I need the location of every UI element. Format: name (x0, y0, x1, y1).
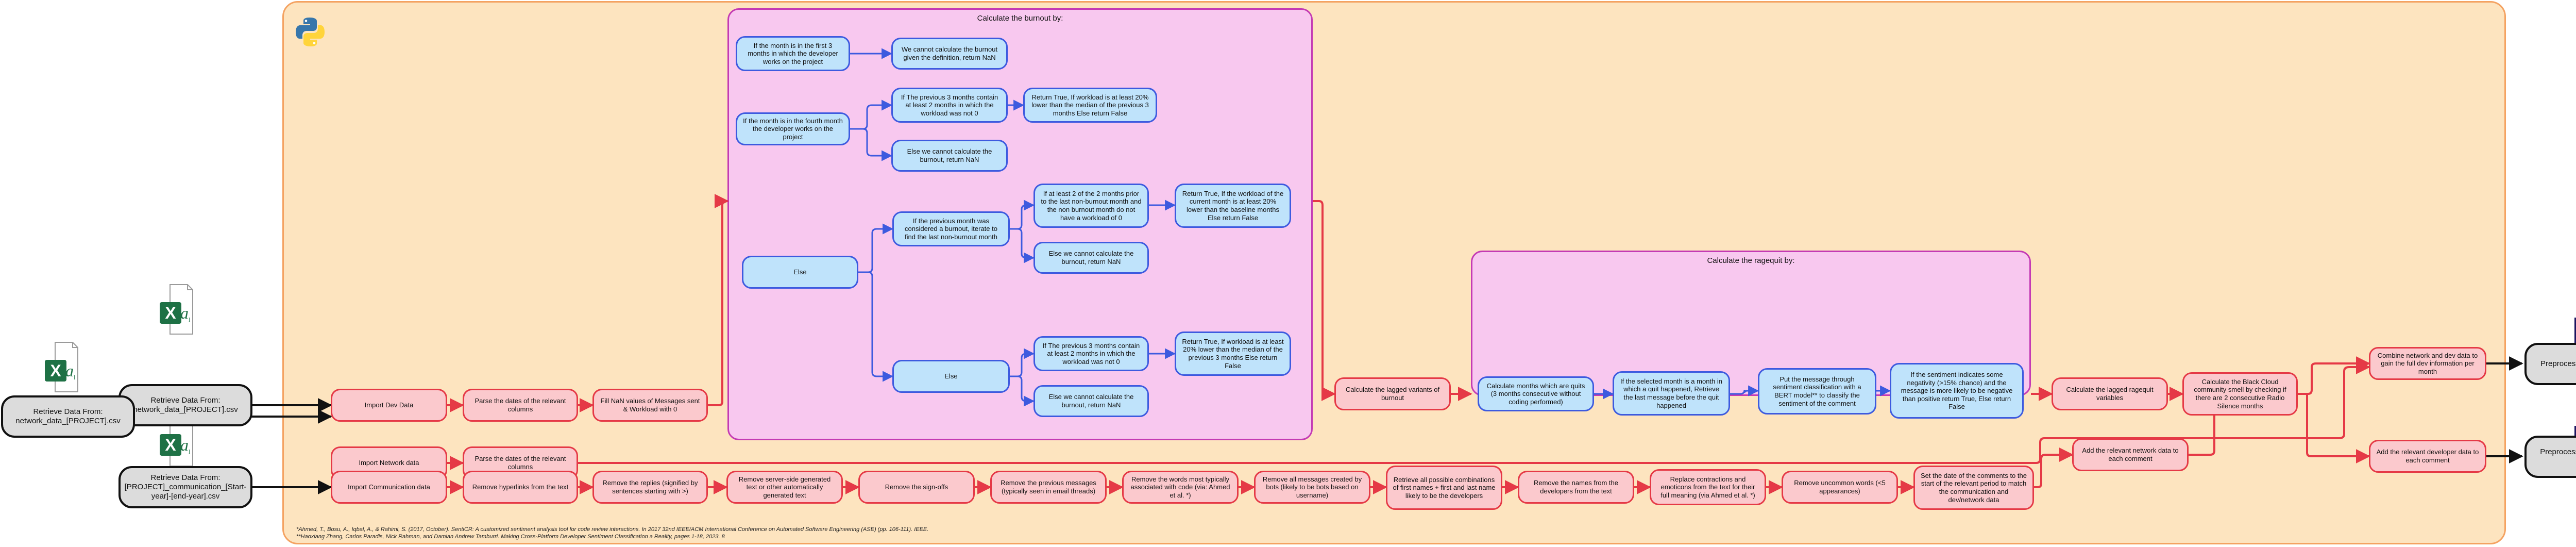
burnout-condition-first-months[interactable]: If the month is in the first 3 months in… (736, 36, 850, 71)
burnout-else-else-if-result[interactable]: Return True, If workload is at least 20%… (1175, 331, 1291, 376)
burnout-else-else[interactable]: Else (892, 360, 1010, 393)
burnout-previous-burnout-if-result[interactable]: Return True, If the workload of the curr… (1175, 184, 1291, 228)
burnout-previous-burnout-if[interactable]: If the previous month was considered a b… (892, 211, 1010, 246)
sentiment-classification-node[interactable]: Put the message through sentiment classi… (1758, 368, 1876, 415)
svg-text:l: l (74, 374, 76, 381)
source-network-data[interactable]: Retrieve Data From: network_data_[PROJEC… (1, 395, 135, 438)
add-developer-data-node[interactable]: Add the relevant developer data to each … (2369, 440, 2486, 473)
lagged-burnout-node[interactable]: Calculate the lagged variants of burnout (1334, 377, 1451, 410)
import-dev-data-node[interactable]: Import Dev Data (331, 389, 447, 422)
svg-text:a: a (65, 361, 74, 380)
replace-contractions-node[interactable]: Replace contractions and emoticons from … (1650, 469, 1766, 505)
svg-text:X: X (165, 436, 176, 454)
calc-quit-months-node[interactable]: Calculate months which are quits (3 mont… (1478, 376, 1594, 411)
svg-text:l: l (189, 448, 191, 455)
svg-text:X: X (165, 304, 176, 322)
lagged-ragequit-node[interactable]: Calculate the lagged ragequit variables (2052, 377, 2168, 410)
burnout-condition-fourth-month[interactable]: If the month is in the fourth month the … (736, 112, 850, 145)
if-sentiment-negative-node[interactable]: If the sentiment indicates some negativi… (1890, 363, 2024, 419)
burnout-else-else-if[interactable]: If The previous 3 months contain at leas… (1033, 336, 1149, 371)
import-communication-data-node[interactable]: Import Communication data (331, 471, 447, 504)
svg-text:l: l (189, 316, 191, 323)
output-preprocessed-developer[interactable]: Preprocessed developer data (2524, 343, 2576, 385)
add-network-data-node[interactable]: Add the relevant network data to each co… (2072, 438, 2189, 471)
svg-text:X: X (50, 361, 61, 380)
remove-code-words-node[interactable]: Remove the words most typically associat… (1122, 471, 1239, 504)
footnote-ahmed: *Ahmed, T., Bosu, A., Iqbal, A., & Rahim… (296, 526, 929, 533)
burnout-panel-title: Calculate the burnout by: (977, 14, 1063, 23)
fill-nan-node[interactable]: Fill NaN values of Messages sent & Workl… (592, 389, 708, 422)
if-selected-quit-month-node[interactable]: If the selected month is a month in whic… (1613, 371, 1730, 416)
svg-text:a: a (180, 304, 189, 322)
remove-previous-messages-node[interactable]: Remove the previous messages (typically … (990, 471, 1107, 504)
python-logo-icon (294, 15, 327, 48)
retrieve-name-combinations-node[interactable]: Retrieve all possible combinations of fi… (1386, 466, 1502, 510)
remove-replies-node[interactable]: Remove the replies (signified by sentenc… (592, 471, 708, 504)
burnout-result-first-months[interactable]: We cannot calculate the burnout given th… (891, 38, 1008, 70)
remove-uncommon-words-node[interactable]: Remove uncommon words (<5 appearances) (1782, 471, 1898, 504)
burnout-previous-burnout-else[interactable]: Else we cannot calculate the burnout, re… (1033, 242, 1149, 274)
remove-developer-names-node[interactable]: Remove the names from the developers fro… (1518, 471, 1634, 504)
burnout-fourth-month-else[interactable]: Else we cannot calculate the burnout, re… (891, 140, 1008, 172)
remove-bot-messages-node[interactable]: Remove all messages created by bots (lik… (1254, 471, 1370, 504)
remove-server-text-node[interactable]: Remove server-side generated text or oth… (726, 471, 843, 504)
remove-signoffs-node[interactable]: Remove the sign-offs (858, 471, 975, 504)
combine-network-dev-node[interactable]: Combine network and dev data to gain the… (2369, 347, 2486, 380)
remove-hyperlinks-node[interactable]: Remove hyperlinks from the text (463, 471, 578, 504)
footnotes: *Ahmed, T., Bosu, A., Iqbal, A., & Rahim… (296, 526, 928, 541)
burnout-fourth-month-if[interactable]: If The previous 3 months contain at leas… (891, 88, 1008, 123)
pipeline-logo-icon (2573, 313, 2576, 355)
set-comment-date-node[interactable]: Set the date of the comments to the star… (1913, 466, 2034, 510)
ragequit-panel-title: Calculate the ragequit by: (1707, 256, 1795, 265)
burnout-previous-burnout-if-if[interactable]: If at least 2 of the 2 months prior to t… (1033, 184, 1149, 228)
output-preprocessed-communication[interactable]: Preprocessed communication data (2524, 436, 2576, 478)
footnote-zhang: **Haoxiang Zhang, Carlos Paradis, Nick R… (296, 534, 725, 540)
burnout-fourth-month-if-result[interactable]: Return True, If workload is at least 20%… (1023, 88, 1157, 123)
source-communication-data[interactable]: Retrieve Data From: [PROJECT]_communicat… (118, 466, 252, 508)
burnout-else-else-else[interactable]: Else we cannot calculate the burnout, re… (1033, 385, 1149, 417)
source-dev-data[interactable]: Retrieve Data From: network_data_[PROJEC… (118, 384, 252, 426)
burnout-else[interactable]: Else (742, 256, 858, 289)
svg-text:a: a (180, 436, 189, 454)
black-cloud-node[interactable]: Calculate the Black Cloud community smel… (2182, 372, 2298, 416)
parse-dates-dev-node[interactable]: Parse the dates of the relevant columns (463, 389, 578, 422)
